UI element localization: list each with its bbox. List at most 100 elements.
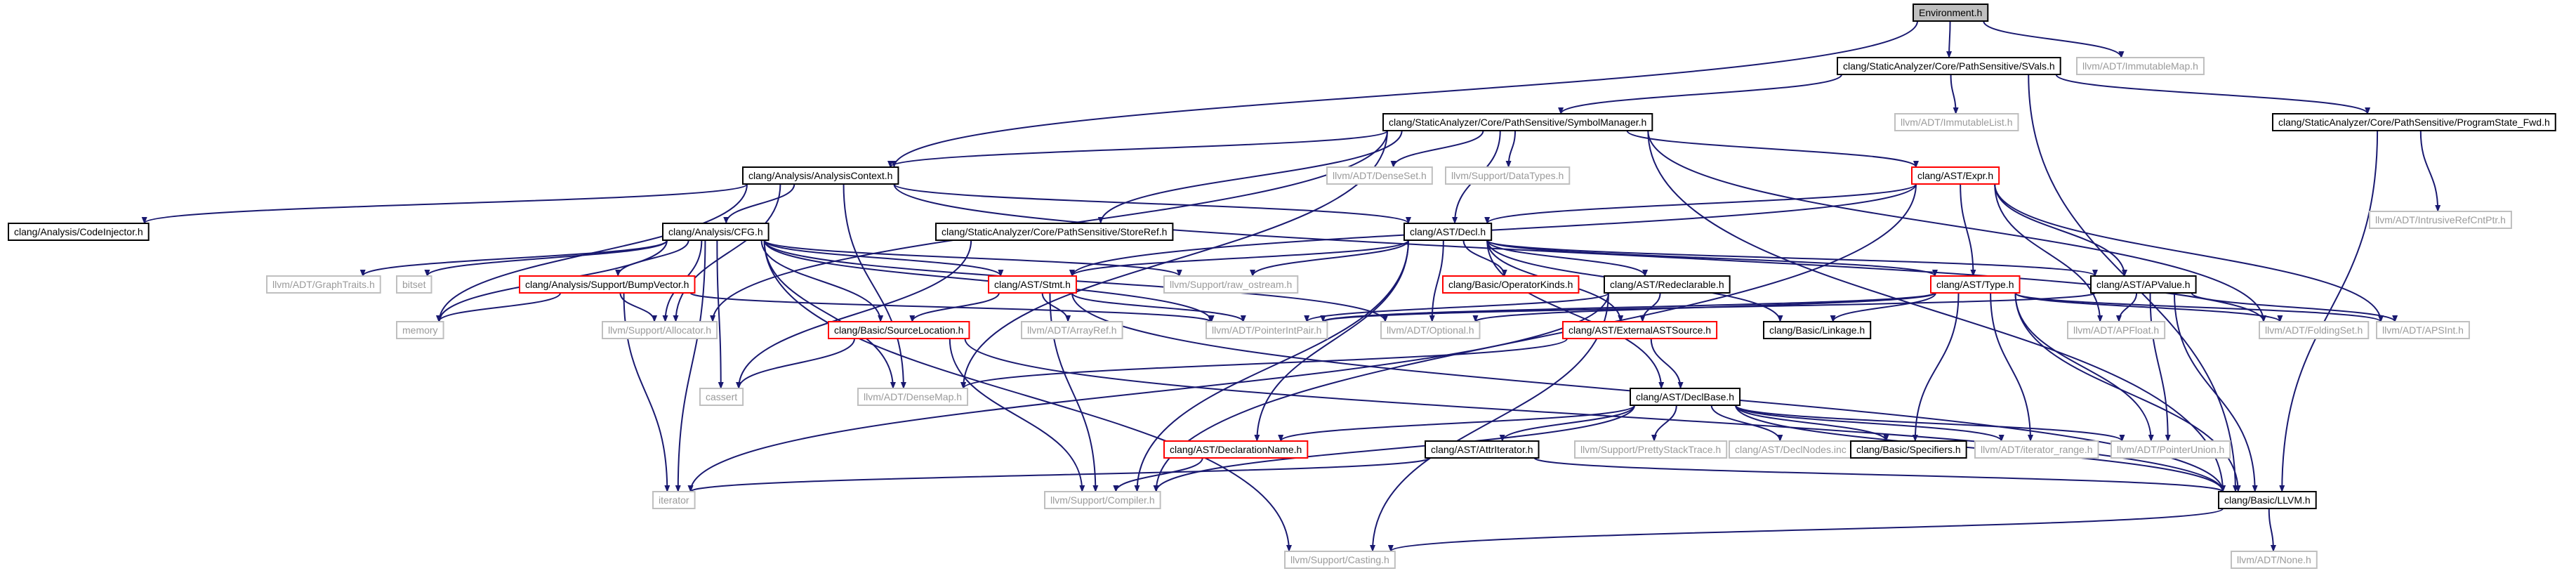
edge-decl-compiler (1134, 239, 1409, 492)
node-box (1403, 223, 1493, 241)
node-opkinds[interactable]: clang/Basic/OperatorKinds.h (1442, 275, 1580, 294)
node-none: llvm/ADT/None.h (2231, 551, 2318, 569)
edge-stmt-ptrintpair (1071, 292, 1246, 322)
node-stmt[interactable]: clang/AST/Stmt.h (988, 275, 1077, 294)
node-box (1574, 440, 1728, 459)
edge-env-immap (1983, 20, 2125, 58)
node-label: llvm/ADT/None.h (2237, 554, 2311, 565)
edge-stmt-arrayref (1041, 292, 1071, 322)
node-label: clang/AST/Type.h (1936, 279, 2014, 290)
edges-layer (141, 20, 2441, 552)
node-llvmh[interactable]: clang/Basic/LLVM.h (2218, 491, 2317, 509)
node-box (857, 388, 969, 406)
node-iterrange: llvm/ADT/iterator_range.h (1974, 440, 2099, 459)
node-box (1044, 491, 1161, 509)
edge-expr-apvalue (1994, 183, 2128, 277)
node-box (1442, 275, 1580, 294)
edge-decl-redecl (1486, 239, 1649, 277)
edge-cfg-iterator (675, 239, 706, 492)
node-label: iterator (659, 494, 689, 506)
node-bumpvector[interactable]: clang/Analysis/Support/BumpVector.h (519, 275, 696, 294)
node-label: llvm/ADT/FoldingSet.h (2265, 324, 2363, 336)
edge-bumpvector-allocator (619, 292, 658, 322)
node-label: llvm/ADT/APSInt.h (2382, 324, 2464, 336)
node-bitset: bitset (396, 275, 432, 294)
edge-llvmh-none (2268, 508, 2276, 552)
edge-actx-decl (893, 183, 1411, 224)
node-label: llvm/Support/Casting.h (1290, 554, 1389, 565)
node-memory: memory (396, 321, 444, 339)
node-extsrc[interactable]: clang/AST/ExternalASTSource.h (1562, 321, 1718, 339)
node-symmgr[interactable]: clang/StaticAnalyzer/Core/PathSensitive/… (1382, 113, 1653, 131)
edge-declbase-iterrange (1735, 405, 2004, 442)
node-box (1021, 321, 1123, 339)
node-label: llvm/Support/Allocator.h (608, 324, 711, 336)
node-apfloat: llvm/ADT/APFloat.h (2067, 321, 2166, 339)
node-box (1425, 440, 1540, 459)
node-label: clang/Analysis/AnalysisContext.h (748, 170, 892, 181)
node-box (1284, 551, 1396, 569)
node-denseset: llvm/ADT/DenseSet.h (1326, 166, 1433, 185)
node-label: clang/AST/AttrIterator.h (1431, 444, 1533, 455)
node-label: clang/Analysis/CodeInjector.h (14, 226, 143, 237)
node-label: clang/StaticAnalyzer/Core/PathSensitive/… (2278, 117, 2550, 128)
node-box (1850, 440, 1967, 459)
edge-llvmh-casting (1388, 508, 2224, 552)
edge-declbase-declnodes (1710, 405, 1783, 442)
node-psfwd[interactable]: clang/StaticAnalyzer/Core/PathSensitive/… (2272, 113, 2556, 131)
node-label: clang/AST/DeclNodes.inc (1735, 444, 1847, 455)
node-decl[interactable]: clang/AST/Decl.h (1403, 223, 1493, 241)
edge-type-ptrunion (2014, 292, 2154, 442)
node-storeref[interactable]: clang/StaticAnalyzer/Core/PathSensitive/… (935, 223, 1174, 241)
node-declnodes: clang/AST/DeclNodes.inc (1729, 440, 1853, 459)
edge-decl-stmt (1069, 239, 1409, 277)
node-declbase[interactable]: clang/AST/DeclBase.h (1630, 388, 1741, 406)
edge-extsrc-declbase (1650, 338, 1684, 389)
node-label: clang/Basic/LLVM.h (2224, 494, 2311, 506)
node-svals[interactable]: clang/StaticAnalyzer/Core/PathSensitive/… (1837, 57, 2061, 75)
edge-expr-type (1960, 183, 1976, 277)
node-box (396, 321, 444, 339)
edge-symmgr-denseset (1390, 130, 1484, 168)
node-box (699, 388, 744, 406)
node-box (1974, 440, 2099, 459)
node-box (2376, 321, 2470, 339)
node-box (1445, 166, 1571, 185)
node-linkage[interactable]: clang/Basic/Linkage.h (1763, 321, 1872, 339)
node-srcloc[interactable]: clang/Basic/SourceLocation.h (828, 321, 970, 339)
edge-type-apsint (2014, 292, 2384, 322)
edge-cfg-cassert (716, 239, 724, 389)
node-redecl[interactable]: clang/AST/Redeclarable.h (1604, 275, 1731, 294)
edge-cfg-rawostream (763, 239, 1182, 277)
node-attriter[interactable]: clang/AST/AttrIterator.h (1425, 440, 1540, 459)
node-allocator: llvm/Support/Allocator.h (602, 321, 718, 339)
node-declname[interactable]: clang/AST/DeclarationName.h (1163, 440, 1309, 459)
node-expr[interactable]: clang/AST/Expr.h (1911, 166, 2000, 185)
edge-stmt-srcloc (909, 292, 1000, 322)
edge-srcloc-cassert (736, 338, 856, 389)
node-box (1382, 113, 1653, 131)
node-label: clang/AST/ExternalASTSource.h (1568, 324, 1711, 336)
edge-symmgr-actx (887, 130, 1388, 168)
node-box (828, 321, 970, 339)
node-label: llvm/ADT/PointerUnion.h (2117, 444, 2224, 455)
node-label: clang/AST/APValue.h (2096, 279, 2191, 290)
node-box (1163, 440, 1309, 459)
node-apvalue[interactable]: clang/AST/APValue.h (2090, 275, 2197, 294)
node-box (1763, 321, 1872, 339)
edge-actx-codeinj (141, 183, 748, 224)
node-actx[interactable]: clang/Analysis/AnalysisContext.h (742, 166, 899, 185)
node-codeinj[interactable]: clang/Analysis/CodeInjector.h (8, 223, 150, 241)
node-cfg[interactable]: clang/Analysis/CFG.h (662, 223, 770, 241)
node-type[interactable]: clang/AST/Type.h (1930, 275, 2021, 294)
node-box (1163, 275, 1299, 294)
node-env[interactable]: Environment.h (1913, 4, 1989, 22)
node-label: clang/AST/DeclarationName.h (1170, 444, 1302, 455)
node-box (2090, 275, 2197, 294)
node-box (1630, 388, 1741, 406)
edge-svals-psfwd (2055, 74, 2370, 114)
edge-type-linkage (1830, 292, 1936, 322)
edge-redecl-iterator (687, 292, 1609, 492)
edge-cfg-casting (763, 239, 1292, 552)
node-specifiers[interactable]: clang/Basic/Specifiers.h (1850, 440, 1967, 459)
